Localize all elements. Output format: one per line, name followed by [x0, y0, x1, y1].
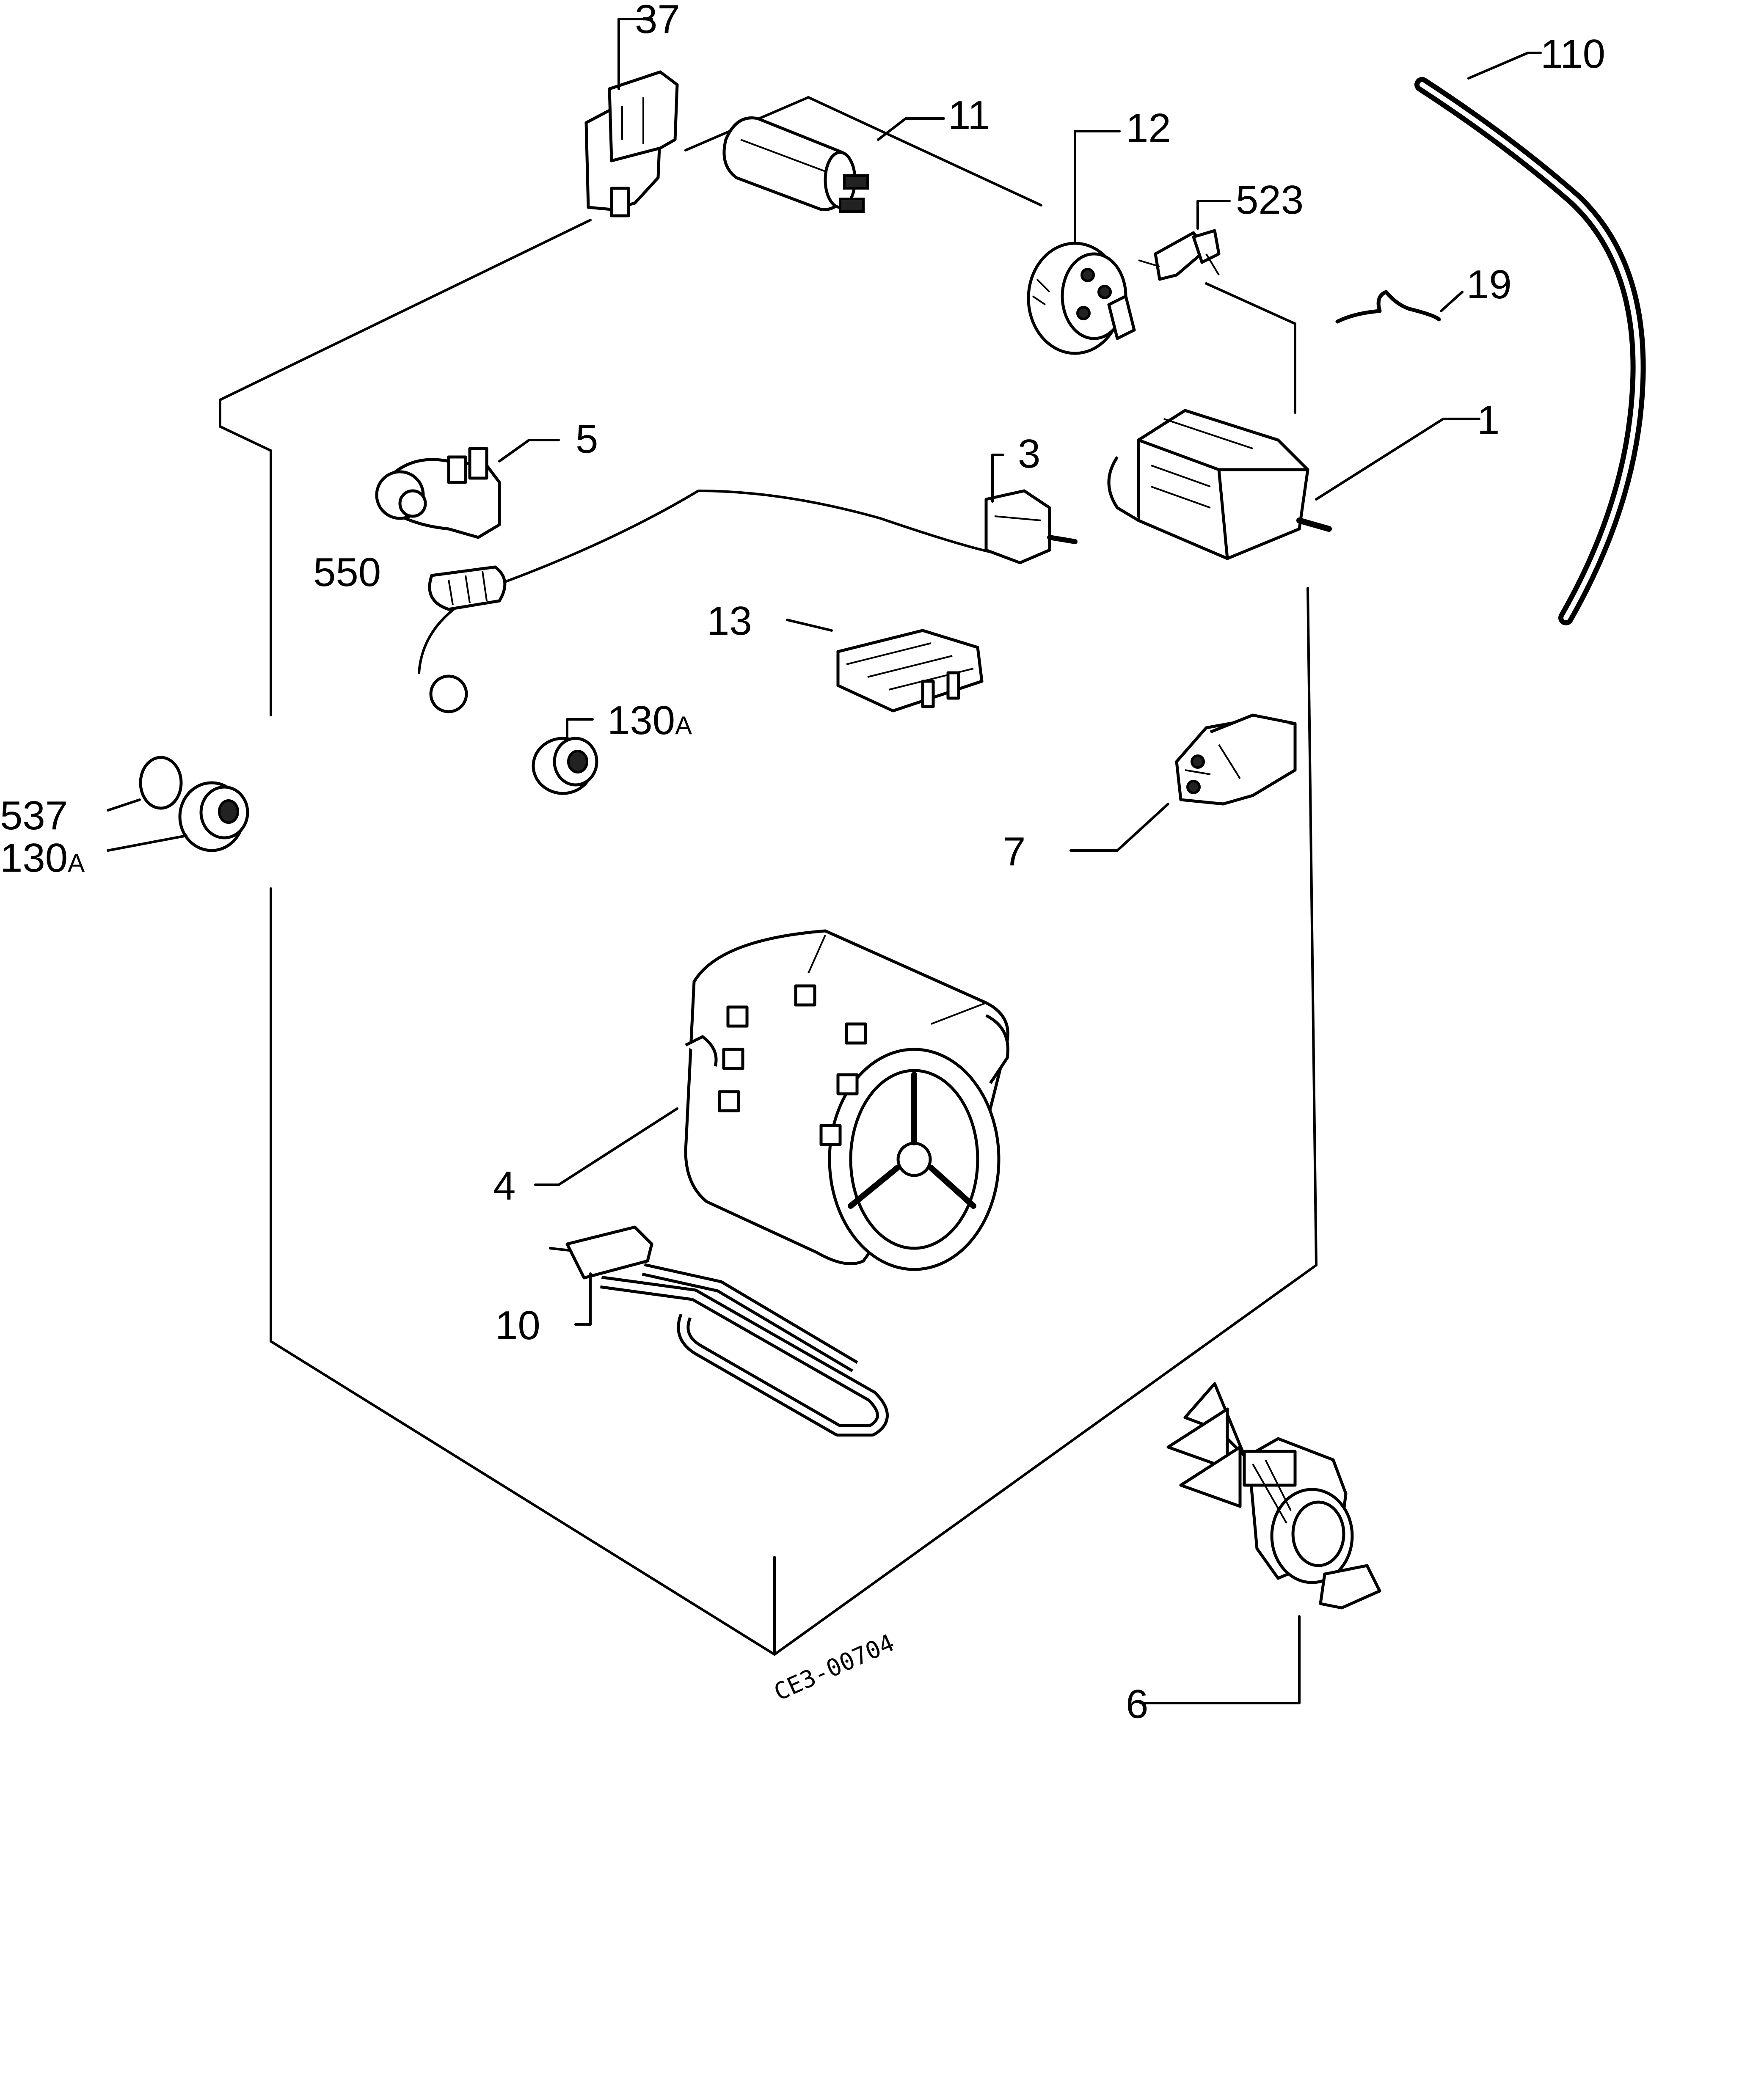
callout-6: 6: [1126, 1682, 1148, 1727]
callout-11: 11: [948, 93, 990, 138]
callout-110: 110: [1541, 31, 1605, 77]
callout-3: 3: [1018, 431, 1040, 476]
callout-12: 12: [1126, 105, 1171, 151]
pressure-switch-part: [1027, 242, 1136, 355]
o-ring-part: [139, 756, 183, 810]
callout-130a-outer: 130A: [0, 835, 85, 881]
drain-pump-part: [1166, 1382, 1381, 1610]
callout-130a-inner: 130A: [607, 698, 692, 743]
wire-clip-part: [1335, 290, 1441, 324]
drawing-code: CE3-00704: [770, 1629, 899, 1706]
callout-1: 1: [1477, 397, 1499, 443]
callout-5: 5: [576, 416, 598, 462]
heating-element-part: [549, 1225, 889, 1437]
callout-37: 37: [635, 0, 680, 42]
grommet-outer-part: [178, 781, 249, 852]
callout-7: 7: [1003, 829, 1025, 874]
callout-537: 537: [0, 793, 68, 838]
capacitor-part: [722, 116, 869, 213]
programme-timer-part: [1107, 409, 1332, 560]
callout-13: 13: [707, 598, 752, 644]
grommet-inner-part: [532, 737, 598, 795]
cabinet-outline: [219, 96, 1318, 1656]
door-interlock-part: [584, 70, 679, 217]
inlet-valve-part: [375, 447, 501, 539]
callout-10: 10: [495, 1303, 540, 1348]
callout-19: 19: [1466, 262, 1512, 307]
callout-523: 523: [1236, 177, 1304, 223]
filter-part: [428, 565, 507, 611]
terminal-block-part: [836, 629, 984, 713]
suppressor-part: [1175, 713, 1297, 806]
motor-part: [684, 929, 1009, 1271]
small-switch-part: [1138, 229, 1221, 281]
thermostat-part: [984, 489, 1078, 564]
callout-550: 550: [313, 550, 381, 595]
callout-4: 4: [493, 1163, 515, 1208]
hose-part: [1414, 77, 1646, 625]
